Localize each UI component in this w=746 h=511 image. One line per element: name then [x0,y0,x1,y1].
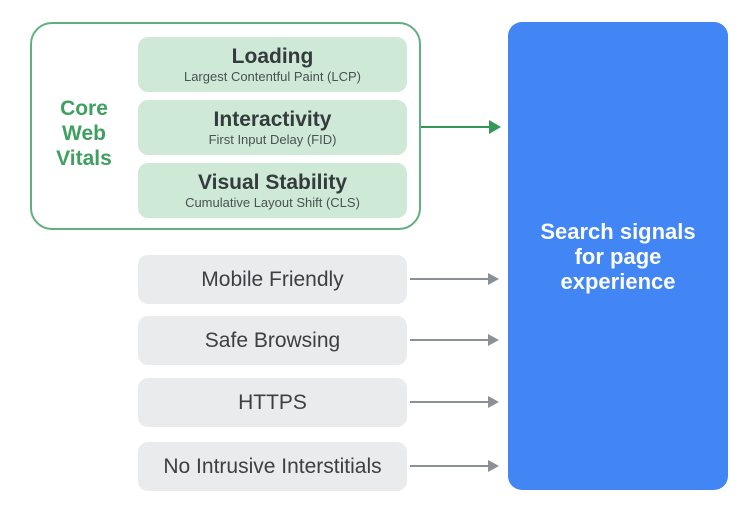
pillar-loading: Loading Largest Contentful Paint (LCP) [138,37,407,92]
pillar-subtitle: Cumulative Layout Shift (CLS) [185,194,360,210]
arrow-head-icon [488,396,499,408]
arrow-head-icon [488,334,499,346]
signal-safe-browsing: Safe Browsing [138,316,407,365]
arrow-safe-browsing [410,339,488,341]
search-signals-label-line: experience [560,268,676,294]
pillar-title: Visual Stability [198,170,347,194]
arrow-no-intrusive-interstitials [410,465,488,467]
search-signals-label: Search signals for page experience [540,219,695,294]
pillar-subtitle: Largest Contentful Paint (LCP) [183,68,362,84]
search-signals-box: Search signals for page experience [508,22,728,490]
signal-label: HTTPS [238,390,307,414]
arrow-https [410,401,488,403]
signal-label: No Intrusive Interstitials [163,454,382,478]
signal-https: HTTPS [138,378,407,427]
pillar-visual-stability: Visual Stability Cumulative Layout Shift… [138,163,407,218]
arrow-core-web-vitals [421,126,489,128]
arrow-head-icon [488,273,499,285]
core-web-vitals-label: Core Web Vitals [32,96,136,171]
signal-mobile-friendly: Mobile Friendly [138,255,407,304]
pillar-title: Loading [231,44,314,68]
signal-label: Safe Browsing [204,328,341,352]
arrow-head-icon [489,120,501,134]
search-signals-label-line: for page [574,243,662,269]
search-signals-label-line: Search signals [540,218,696,244]
signal-label: Mobile Friendly [201,267,344,291]
arrow-head-icon [488,460,499,472]
pillar-subtitle: First Input Delay (FID) [208,131,337,147]
arrow-mobile-friendly [410,278,488,280]
pillar-title: Interactivity [213,107,332,131]
core-web-vitals-label-line: Core [60,97,108,120]
core-web-vitals-label-line: Vitals [56,147,112,170]
core-web-vitals-label-line: Web [62,122,106,145]
pillar-interactivity: Interactivity First Input Delay (FID) [138,100,407,155]
signal-no-intrusive-interstitials: No Intrusive Interstitials [138,442,407,491]
